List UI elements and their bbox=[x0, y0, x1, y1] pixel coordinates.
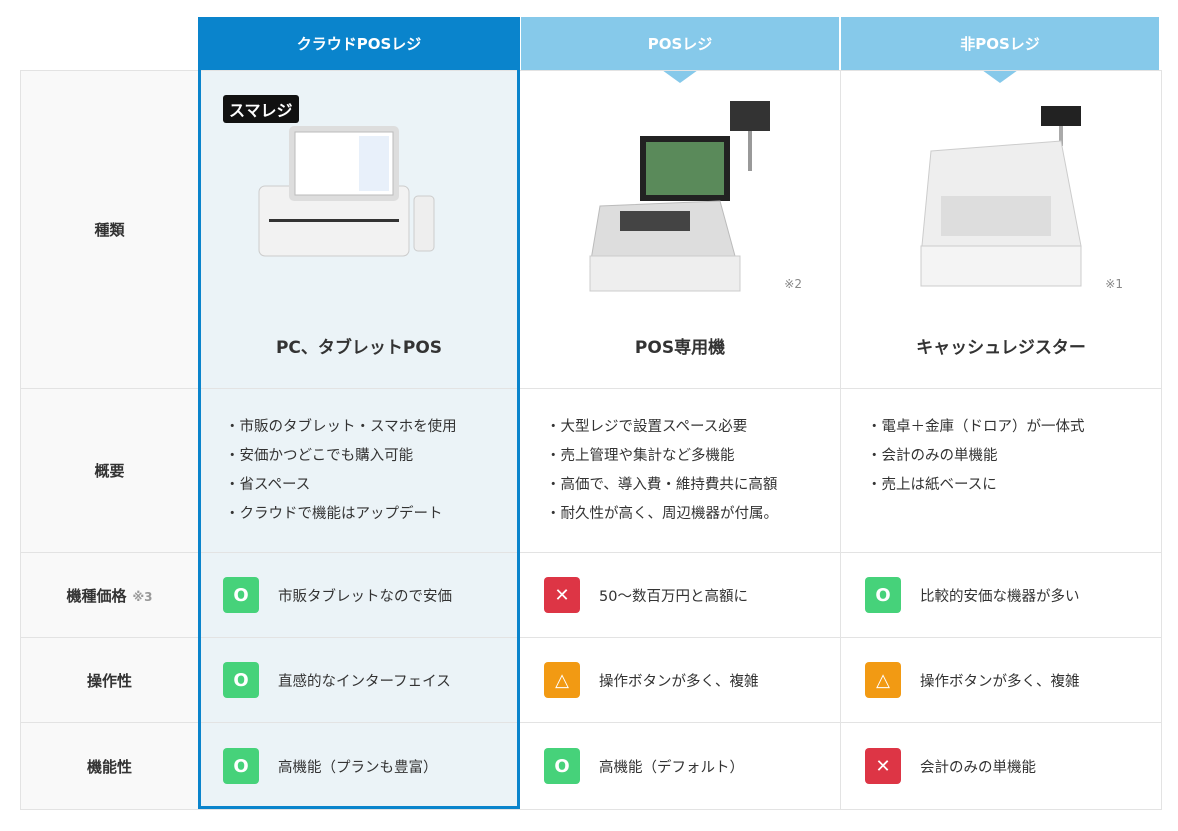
footnote-ref: ※2 bbox=[784, 277, 802, 291]
overview-list: ・大型レジで設置スペース必要・売上管理や集計など多機能・高価で、導入費・維持費共… bbox=[546, 418, 778, 522]
smaregi-logo: スマレジ bbox=[223, 95, 299, 123]
pos-terminal-image bbox=[589, 101, 770, 292]
row-label-price: 機種価格※3 bbox=[20, 552, 199, 638]
header-non-pos: 非POSレジ bbox=[841, 17, 1159, 83]
footnote-ref: ※3 bbox=[132, 589, 153, 604]
header-cloud-pos: クラウドPOSレジ bbox=[198, 17, 520, 83]
overview-list: ・電卓＋金庫（ドロア）が一体式・会計のみの単機能・売上は紙ベースに bbox=[867, 418, 1085, 493]
header-pos: POSレジ bbox=[521, 17, 839, 83]
cash-register-image bbox=[920, 106, 1082, 287]
triangle-icon: △ bbox=[544, 662, 580, 698]
cross-icon: ✕ bbox=[865, 748, 901, 784]
footnote-ref: ※1 bbox=[1105, 277, 1123, 291]
cross-icon: ✕ bbox=[544, 577, 580, 613]
row-label-function: 機能性 bbox=[20, 722, 199, 810]
circle-icon: O bbox=[865, 577, 901, 613]
tablet-pos-image bbox=[258, 126, 435, 257]
circle-icon: O bbox=[223, 577, 259, 613]
overview-list: ・市販のタブレット・スマホを使用・安価かつどこでも購入可能・省スペース・クラウド… bbox=[225, 418, 457, 522]
comparison-table: 種類 スマレジ PC、タブレットPOS ※2 POS専用機 ※1 キャッシュレジ… bbox=[20, 70, 1162, 810]
kind-name: POS専用機 bbox=[634, 338, 726, 358]
kind-name: キャッシュレジスター bbox=[916, 338, 1086, 358]
triangle-icon: △ bbox=[865, 662, 901, 698]
row-label-overview: 概要 bbox=[20, 388, 199, 553]
kind-name: PC、タブレットPOS bbox=[275, 338, 443, 358]
circle-icon: O bbox=[544, 748, 580, 784]
circle-icon: O bbox=[223, 662, 259, 698]
circle-icon: O bbox=[223, 748, 259, 784]
row-label-kind: 種類 bbox=[20, 70, 199, 389]
row-label-usability: 操作性 bbox=[20, 637, 199, 723]
